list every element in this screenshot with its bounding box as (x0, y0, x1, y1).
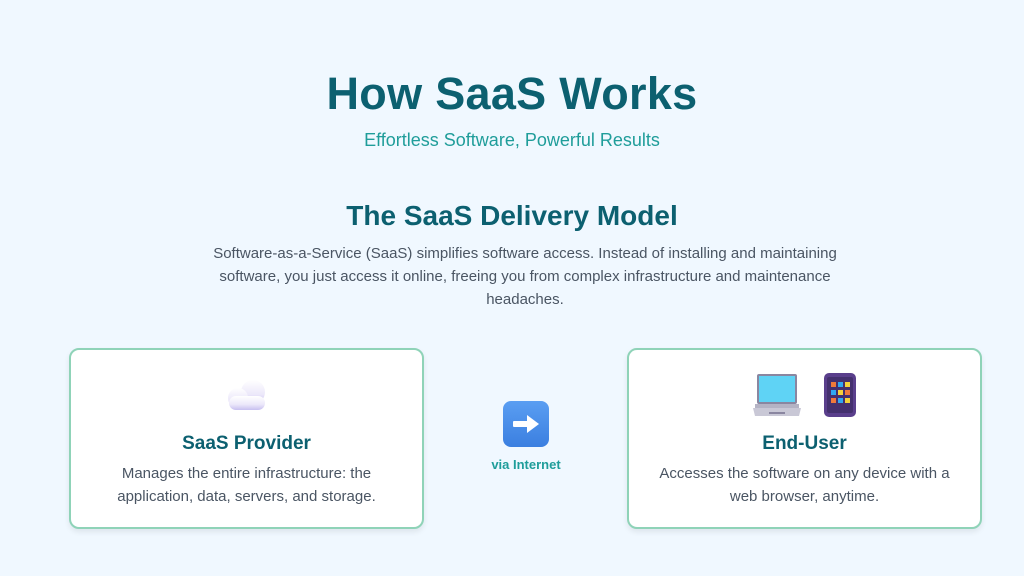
right-arrow-icon (503, 401, 549, 447)
card-description: Accesses the software on any device with… (659, 465, 950, 505)
section-description: Software-as-a-Service (SaaS) simplifies … (213, 245, 837, 308)
end-user-card: End-User Accesses the software on any de… (627, 348, 982, 529)
card-icons (629, 372, 980, 422)
hero-title: How SaaS Works (326, 68, 698, 119)
section-title: The SaaS Delivery Model (346, 200, 678, 231)
tablet-icon (823, 372, 857, 423)
internet-connector: via Internet (478, 401, 574, 472)
laptop-icon (752, 372, 801, 423)
card-title: End-User (762, 433, 847, 454)
card-description: Manages the entire infrastructure: the a… (117, 465, 376, 505)
connector-label: via Internet (491, 457, 561, 472)
card-icons (71, 372, 422, 422)
cloud-icon (223, 378, 271, 417)
hero-subtitle: Effortless Software, Powerful Results (364, 130, 660, 150)
saas-provider-card: SaaS Provider Manages the entire infrast… (69, 348, 424, 529)
card-title: SaaS Provider (182, 433, 311, 454)
